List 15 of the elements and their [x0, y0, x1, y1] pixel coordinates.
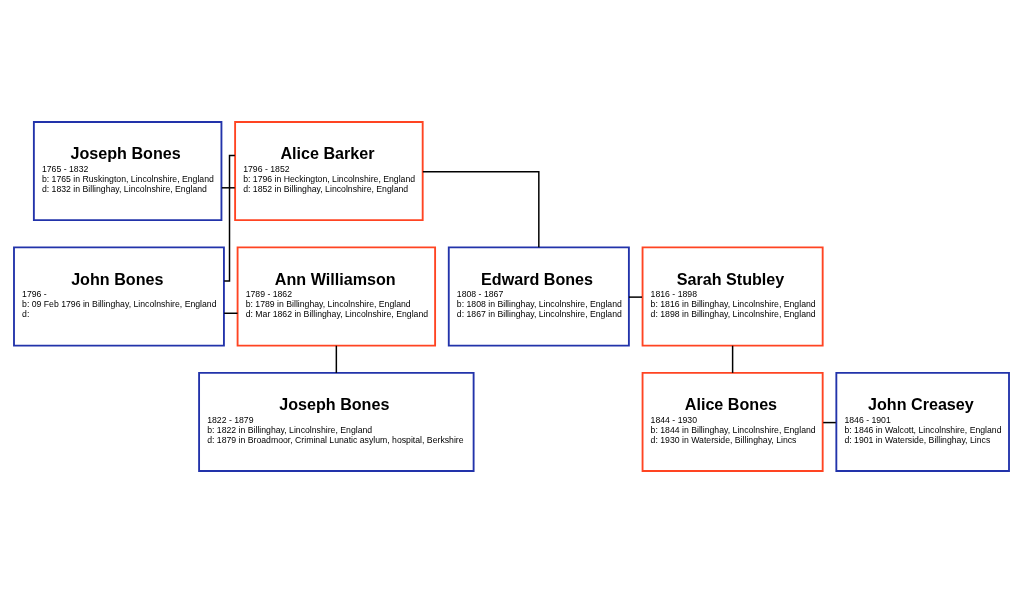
connector	[422, 170, 540, 248]
connector	[731, 345, 734, 374]
connector	[221, 187, 236, 189]
node-box: Alice Barker 1796 - 1852 b: 1796 in Heckington, Lincolnshire, England d: 1852 in Billinghay, Lincolnshire, England	[234, 121, 424, 222]
node-box: John Bones 1796 - b: 09 Feb 1796 in Billinghay, Lincolnshire, England d:	[13, 246, 225, 347]
node-box: Ann Williamson 1789 - 1862 b: 1789 in Billinghay, Lincolnshire, England d: Mar 1862 in Billinghay, Lincolnshire, England	[236, 246, 437, 347]
node-box: Joseph Bones 1822 - 1879 b: 1822 in Billinghay, Lincolnshire, England d: 1879 in Broadmoor, Criminal Lunatic asylum, hospital, Berkshire	[198, 371, 475, 472]
node-box: John Creasey 1846 - 1901 b: 1846 in Walcott, Lincolnshire, England d: 1901 in Waterside, Billinghay, Lincs	[835, 371, 1010, 472]
connector	[223, 154, 236, 282]
node-box: Sarah Stubley 1816 - 1898 b: 1816 in Billinghay, Lincolnshire, England d: 1898 in Billinghay, Lincolnshire, England	[641, 246, 824, 347]
node-box: Joseph Bones 1765 - 1832 b: 1765 in Ruskington, Lincolnshire, England d: 1832 in Billinghay, Lincolnshire, England	[32, 121, 223, 222]
connector	[335, 345, 338, 374]
connector	[628, 296, 643, 298]
node-box: Alice Bones 1844 - 1930 b: 1844 in Billinghay, Lincolnshire, England d: 1930 in Waterside, Billinghay, Lincs	[641, 371, 824, 472]
node-box: Edward Bones 1808 - 1867 b: 1808 in Billinghay, Lincolnshire, England d: 1867 in Billinghay, Lincolnshire, England	[447, 246, 630, 347]
